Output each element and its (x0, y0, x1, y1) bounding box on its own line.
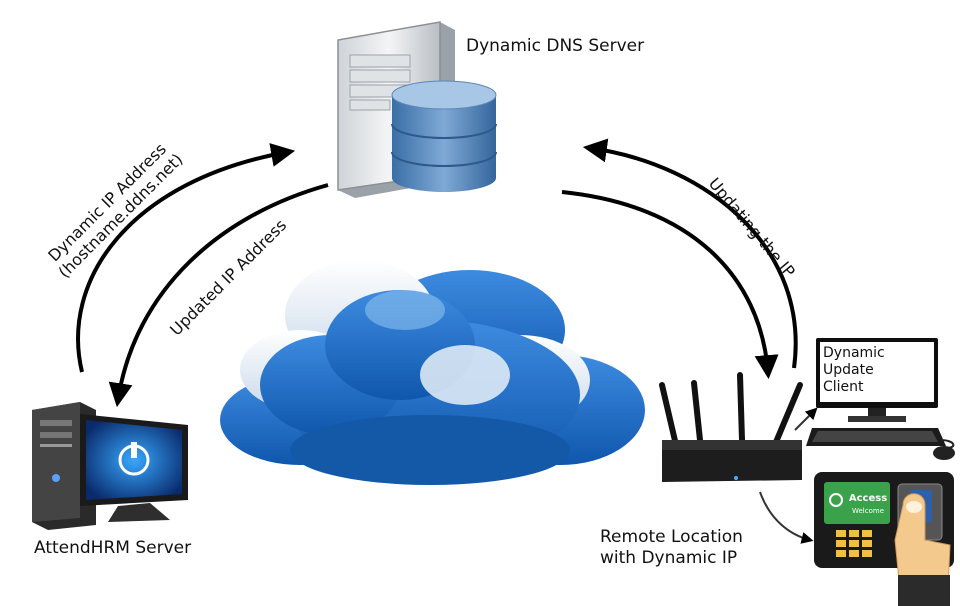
arrow-dns-to-router (561, 190, 779, 380)
keypad-icon (836, 530, 872, 557)
finger-hand-icon (894, 493, 951, 606)
monitor-icon (80, 414, 188, 522)
arrow-updating-ip (582, 138, 798, 369)
database-icon (391, 80, 497, 192)
internet-cloud-icon (220, 260, 645, 485)
access-title: Access (848, 493, 888, 504)
remote-location-line-1: Remote Location (600, 527, 743, 547)
client-computer-icon (806, 338, 955, 460)
dns-server-label: Dynamic DNS Server (466, 36, 645, 56)
arrow-updated-ip (108, 183, 329, 408)
attendance-terminal-icon (814, 472, 954, 606)
dns-server-icon (337, 21, 497, 198)
remote-location-label: Remote Location with Dynamic IP (600, 527, 743, 569)
arrow-dynamic-ip (76, 143, 296, 373)
router-icon (659, 372, 818, 544)
attendhrm-server-icon (32, 402, 188, 530)
remote-location-line-2: with Dynamic IP (600, 548, 738, 568)
access-subtitle: Welcome (851, 507, 885, 515)
attendhrm-server-label: AttendHRM Server (34, 538, 192, 558)
client-screen-text: Dynamic Update Client (823, 345, 885, 396)
client-screen-line-1: Dynamic (823, 345, 885, 361)
access-panel-text: Access Welcome (843, 492, 893, 518)
client-screen-line-2: Update (823, 362, 874, 378)
client-screen-line-3: Client (823, 379, 864, 395)
